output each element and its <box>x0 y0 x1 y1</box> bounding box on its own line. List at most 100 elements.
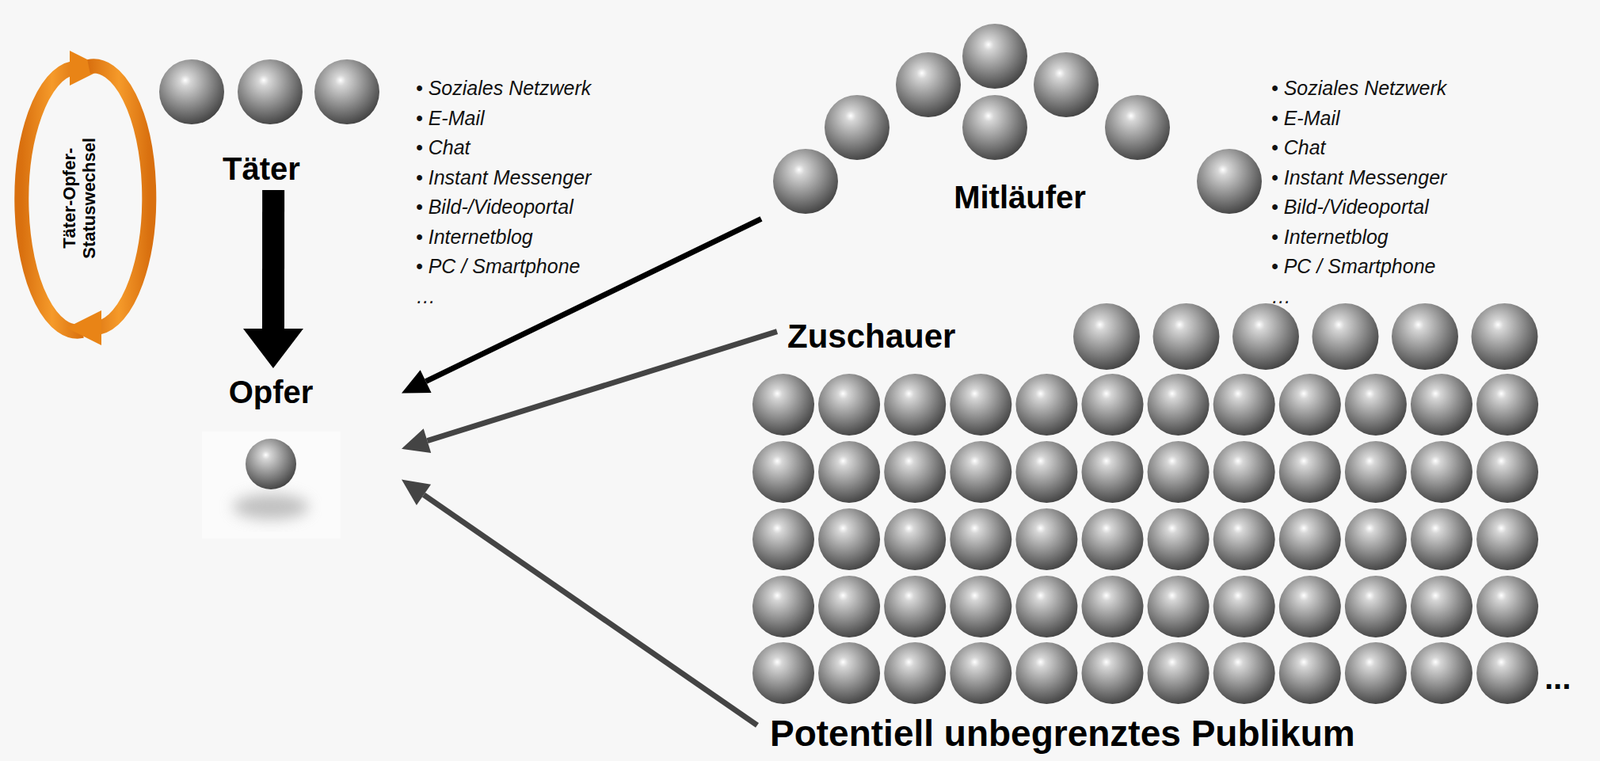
person-sphere <box>1410 441 1473 503</box>
audience-group: Potentiell unbegrenztes Publikum <box>760 368 1581 757</box>
channel-item: • PC / Smartphone <box>415 255 580 279</box>
person-sphere <box>1147 508 1210 571</box>
person-sphere <box>1410 642 1473 705</box>
group-label: Opfer <box>228 374 314 411</box>
group-label: Zuschauer <box>787 317 956 355</box>
person-sphere <box>895 52 961 118</box>
person-sphere <box>1081 373 1144 436</box>
cycle-arc <box>21 68 83 332</box>
channel-item: • Chat <box>1271 136 1326 160</box>
person-sphere <box>1279 508 1341 571</box>
bystander-group: Zuschauer <box>780 300 1541 373</box>
influence-arrow <box>262 190 285 329</box>
person-sphere <box>1232 303 1300 370</box>
channel-item: • Soziales Netzwerk <box>1271 76 1447 100</box>
person-sphere <box>1015 373 1078 436</box>
person-sphere <box>1344 508 1407 571</box>
person-sphere <box>1081 575 1144 638</box>
person-sphere <box>1410 575 1473 638</box>
person-sphere <box>883 642 946 705</box>
person-sphere <box>883 508 946 571</box>
person-sphere <box>237 59 303 125</box>
group-label: Täter <box>222 151 301 187</box>
channel-item: • Soziales Netzwerk <box>415 76 591 100</box>
person-sphere <box>1213 441 1276 503</box>
person-sphere <box>1153 303 1220 370</box>
person-sphere <box>1015 642 1078 705</box>
person-sphere <box>1476 441 1539 503</box>
person-sphere <box>1279 642 1341 705</box>
person-sphere <box>1147 642 1210 705</box>
person-sphere <box>949 575 1012 638</box>
person-sphere <box>1279 373 1341 436</box>
person-sphere <box>1410 373 1473 436</box>
person-sphere <box>245 438 297 490</box>
person-sphere <box>1081 508 1144 571</box>
influence-arrow <box>426 218 762 381</box>
person-sphere <box>824 95 890 160</box>
person-sphere <box>1213 642 1276 705</box>
channel-item: • Internetblog <box>1271 225 1389 249</box>
person-sphere <box>1015 441 1078 503</box>
person-sphere <box>1476 508 1539 571</box>
victim-backdrop <box>201 431 341 539</box>
channel-item: • Bild-/Videoportal <box>1271 195 1429 219</box>
perpetrator-group: Täter <box>150 63 373 191</box>
person-sphere <box>1104 95 1170 160</box>
influence-arrow <box>423 495 758 726</box>
status-change-label: Täter-Opfer-Statuswechsel <box>59 126 100 270</box>
channel-item: • Bild-/Videoportal <box>415 195 574 219</box>
channel-item: • E-Mail <box>1271 106 1341 130</box>
person-sphere <box>818 508 880 571</box>
person-sphere <box>1213 508 1276 571</box>
status-change-cycle <box>21 50 149 346</box>
channel-item: … <box>415 285 436 309</box>
person-sphere <box>1081 441 1144 503</box>
person-sphere <box>1147 575 1210 638</box>
person-sphere <box>1213 575 1276 638</box>
person-sphere <box>883 441 946 503</box>
channel-item: • Chat <box>415 136 471 160</box>
channel-item: • E-Mail <box>415 106 485 130</box>
person-sphere <box>752 575 815 638</box>
channel-item: • Internetblog <box>415 225 534 249</box>
cycle-arrowhead <box>66 310 102 346</box>
victim-shadow <box>232 494 309 520</box>
person-spheres <box>159 23 1539 705</box>
person-sphere <box>1471 303 1539 370</box>
person-sphere <box>314 59 380 125</box>
person-sphere <box>949 441 1012 503</box>
cycle-arc <box>88 65 149 328</box>
person-sphere <box>1213 373 1276 436</box>
person-sphere <box>1312 303 1380 370</box>
person-sphere <box>752 642 815 705</box>
person-sphere <box>1344 441 1407 503</box>
person-sphere <box>1015 575 1078 638</box>
person-sphere <box>1344 373 1407 436</box>
victim-group: Opfer <box>141 368 400 515</box>
channel-item: … <box>1271 285 1292 309</box>
person-sphere <box>949 373 1012 436</box>
person-sphere <box>1391 303 1459 370</box>
person-sphere <box>1476 642 1539 705</box>
person-sphere <box>773 148 839 214</box>
person-sphere <box>1033 52 1099 118</box>
person-sphere <box>752 508 815 571</box>
ellipsis-mark: ... <box>1544 662 1571 694</box>
channel-item: • Instant Messenger <box>415 166 591 190</box>
person-sphere <box>1147 373 1210 436</box>
channel-item: • PC / Smartphone <box>1271 255 1436 279</box>
group-label: Potentiell unbegrenztes Publikum <box>769 713 1356 755</box>
person-sphere <box>752 441 815 503</box>
person-sphere <box>1073 303 1140 370</box>
person-sphere <box>1279 441 1341 503</box>
person-sphere <box>1410 508 1473 571</box>
person-sphere <box>883 575 946 638</box>
follower-group: Mitläufer <box>764 35 1276 222</box>
group-label: Mitläufer <box>953 179 1086 216</box>
person-sphere <box>1344 575 1407 638</box>
person-sphere <box>883 373 946 436</box>
person-sphere <box>818 373 880 436</box>
